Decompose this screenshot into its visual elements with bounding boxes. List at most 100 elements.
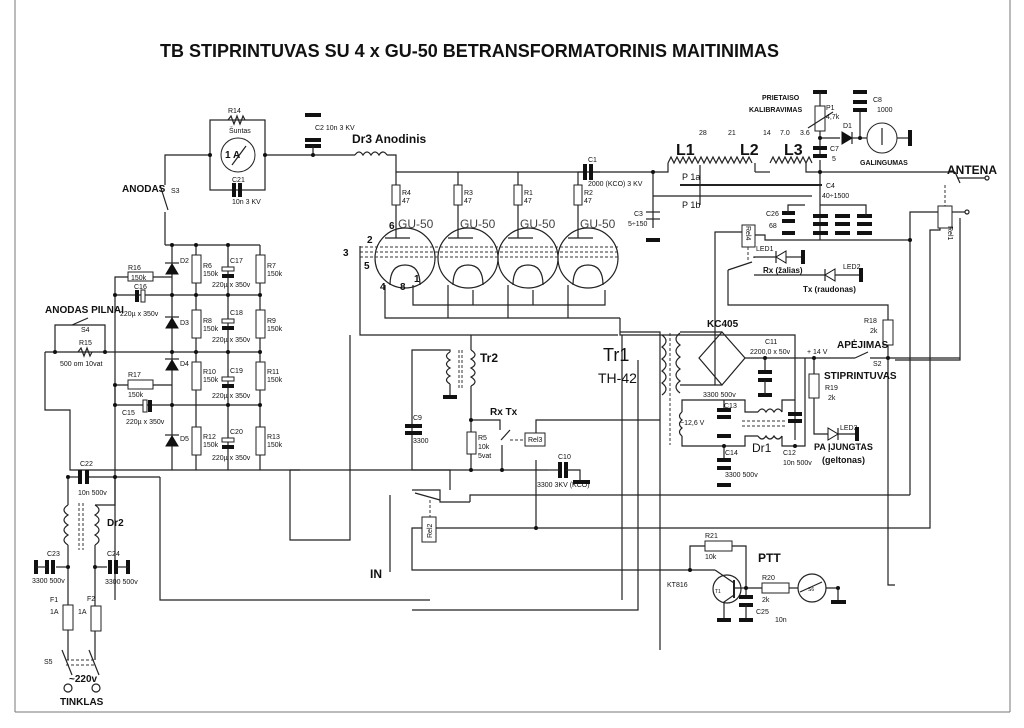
d4-label: D4 — [180, 361, 189, 368]
dr2-coil-2 — [93, 504, 100, 546]
winding-12v — [678, 411, 683, 437]
input-section-junction — [534, 526, 538, 530]
c11-label: C11 — [765, 339, 777, 346]
power-supply-ladder-component-body — [191, 426, 202, 456]
galingumas-label: GALINGUMAS — [860, 160, 908, 167]
r2-value: 47 — [584, 198, 592, 205]
prietaiso-label: PRIETAISO — [762, 95, 800, 102]
output-network-wire — [753, 256, 776, 258]
tap-21: 21 — [728, 130, 736, 137]
r20-value: 2k — [762, 597, 770, 604]
antena-label: ANTENA — [947, 163, 997, 177]
c4-label: C4 — [826, 183, 835, 190]
c21-value: 10n 3 KV — [232, 199, 261, 206]
low-voltage-supply-symbol — [827, 427, 839, 441]
input-section-wire — [411, 349, 451, 490]
p1a-label: P 1a — [682, 172, 700, 182]
dr1-coil-1 — [757, 408, 783, 414]
tube-stage-wire — [359, 246, 618, 336]
output-network-junction — [908, 238, 912, 242]
l3-label: L3 — [784, 142, 803, 159]
voltage-label: ~220v — [69, 674, 98, 685]
output-network-wire — [790, 304, 889, 320]
ptt-circuit-junction — [836, 586, 840, 590]
f2-value: 1A — [78, 609, 87, 616]
anode-meter-section-junction — [263, 153, 267, 157]
power-supply-ladder-component-body — [255, 426, 266, 456]
c9-label: C9 — [413, 415, 422, 422]
r4-value: 47 — [402, 198, 410, 205]
input-section-wire — [471, 419, 501, 430]
geltonas-label: (geltonas) — [822, 455, 865, 465]
r15-value: 500 om 10vat — [60, 361, 102, 368]
power-supply-ladder-component-body — [255, 309, 266, 339]
anodas-label: ANODAS — [122, 184, 166, 195]
power-supply-ladder-group-junction — [258, 350, 262, 354]
r14-label: R14 — [228, 108, 241, 115]
mains-filter-wire — [159, 477, 430, 601]
power-supply-ladder-component-body — [191, 309, 202, 339]
r19-value: 2k — [828, 395, 836, 402]
c8-label: C8 — [873, 97, 882, 104]
l3-coil — [769, 155, 813, 165]
pin-2: 2 — [367, 235, 373, 246]
tube-1-type: GU-50 — [398, 217, 434, 231]
c19-value: 220µ x 350v — [212, 393, 251, 400]
r6-label: R6 — [203, 263, 212, 270]
s2-label: S2 — [873, 361, 882, 368]
power-supply-ladder-group-junction — [113, 383, 117, 387]
mains-filter-wire — [61, 649, 73, 676]
c21-label: C21 — [232, 177, 245, 184]
power-supply-ladder-group-junction — [258, 403, 262, 407]
power-supply-ladder-component-body — [140, 289, 146, 303]
c17-value: 220µ x 350v — [212, 282, 251, 289]
r6-value: 150k — [203, 271, 219, 278]
apejimas-label: APĖJIMAS — [837, 338, 888, 351]
tr2-primary — [445, 351, 452, 385]
r15-label: R15 — [79, 340, 92, 347]
power-supply-ladder-wire — [54, 324, 106, 352]
output-network-wire — [593, 163, 669, 173]
c16-value: 220µ x 350v — [120, 311, 159, 318]
c26-value: 68 — [769, 223, 777, 230]
tube-stage-component-body — [391, 184, 401, 206]
tube-stage-component-body — [573, 184, 583, 206]
input-section: Tr2 C9 3300 Rx Tx R5 10k 5vat Rel3 C10 3… — [289, 335, 910, 581]
input-section-wire — [412, 489, 470, 503]
c1-label: C1 — [588, 157, 597, 164]
r8-label: R8 — [203, 318, 212, 325]
input-section-component-body — [466, 431, 477, 455]
frame — [14, 0, 1011, 713]
output-network-wire — [727, 270, 790, 306]
power-supply-ladder-component-body — [255, 254, 266, 284]
c17-label: C17 — [230, 258, 243, 265]
dr1-coil-2 — [757, 434, 783, 440]
r16-label: R16 — [128, 265, 141, 272]
tube-4 — [557, 227, 619, 289]
power-supply-ladder-group-junction — [113, 293, 117, 297]
output-network-junction — [858, 136, 862, 140]
anode-meter-section: R14 Šuntas 1 A C21 10n 3 KV C2 10n 3 KV … — [122, 108, 600, 245]
power-supply-ladder-component-body — [221, 437, 235, 443]
c20-label: C20 — [230, 429, 243, 436]
tap-7: 7.0 — [780, 130, 790, 137]
input-section-wire — [500, 429, 511, 441]
c3-label: C3 — [634, 211, 643, 218]
dr3-label: Dr3 Anodinis — [352, 132, 427, 146]
d3-diode — [165, 317, 179, 329]
kt816-transistor — [712, 574, 742, 604]
input-section-wire — [566, 469, 581, 482]
output-network-wire — [895, 218, 961, 361]
low-voltage-supply-wire — [781, 358, 806, 447]
c24-value: 3300 500v — [105, 579, 138, 586]
tube-stage-component-body — [513, 184, 523, 206]
meter-label: 1 A — [225, 150, 240, 161]
input-section-wire — [469, 494, 910, 502]
p1-label: P1 — [826, 105, 835, 112]
r5-value: 10k — [478, 444, 490, 451]
mains-filter-junction — [113, 475, 117, 479]
input-section-wire — [411, 527, 620, 571]
d5-diode — [165, 435, 179, 447]
mains-filter-wire — [88, 649, 100, 676]
s5-label: S5 — [44, 659, 53, 666]
